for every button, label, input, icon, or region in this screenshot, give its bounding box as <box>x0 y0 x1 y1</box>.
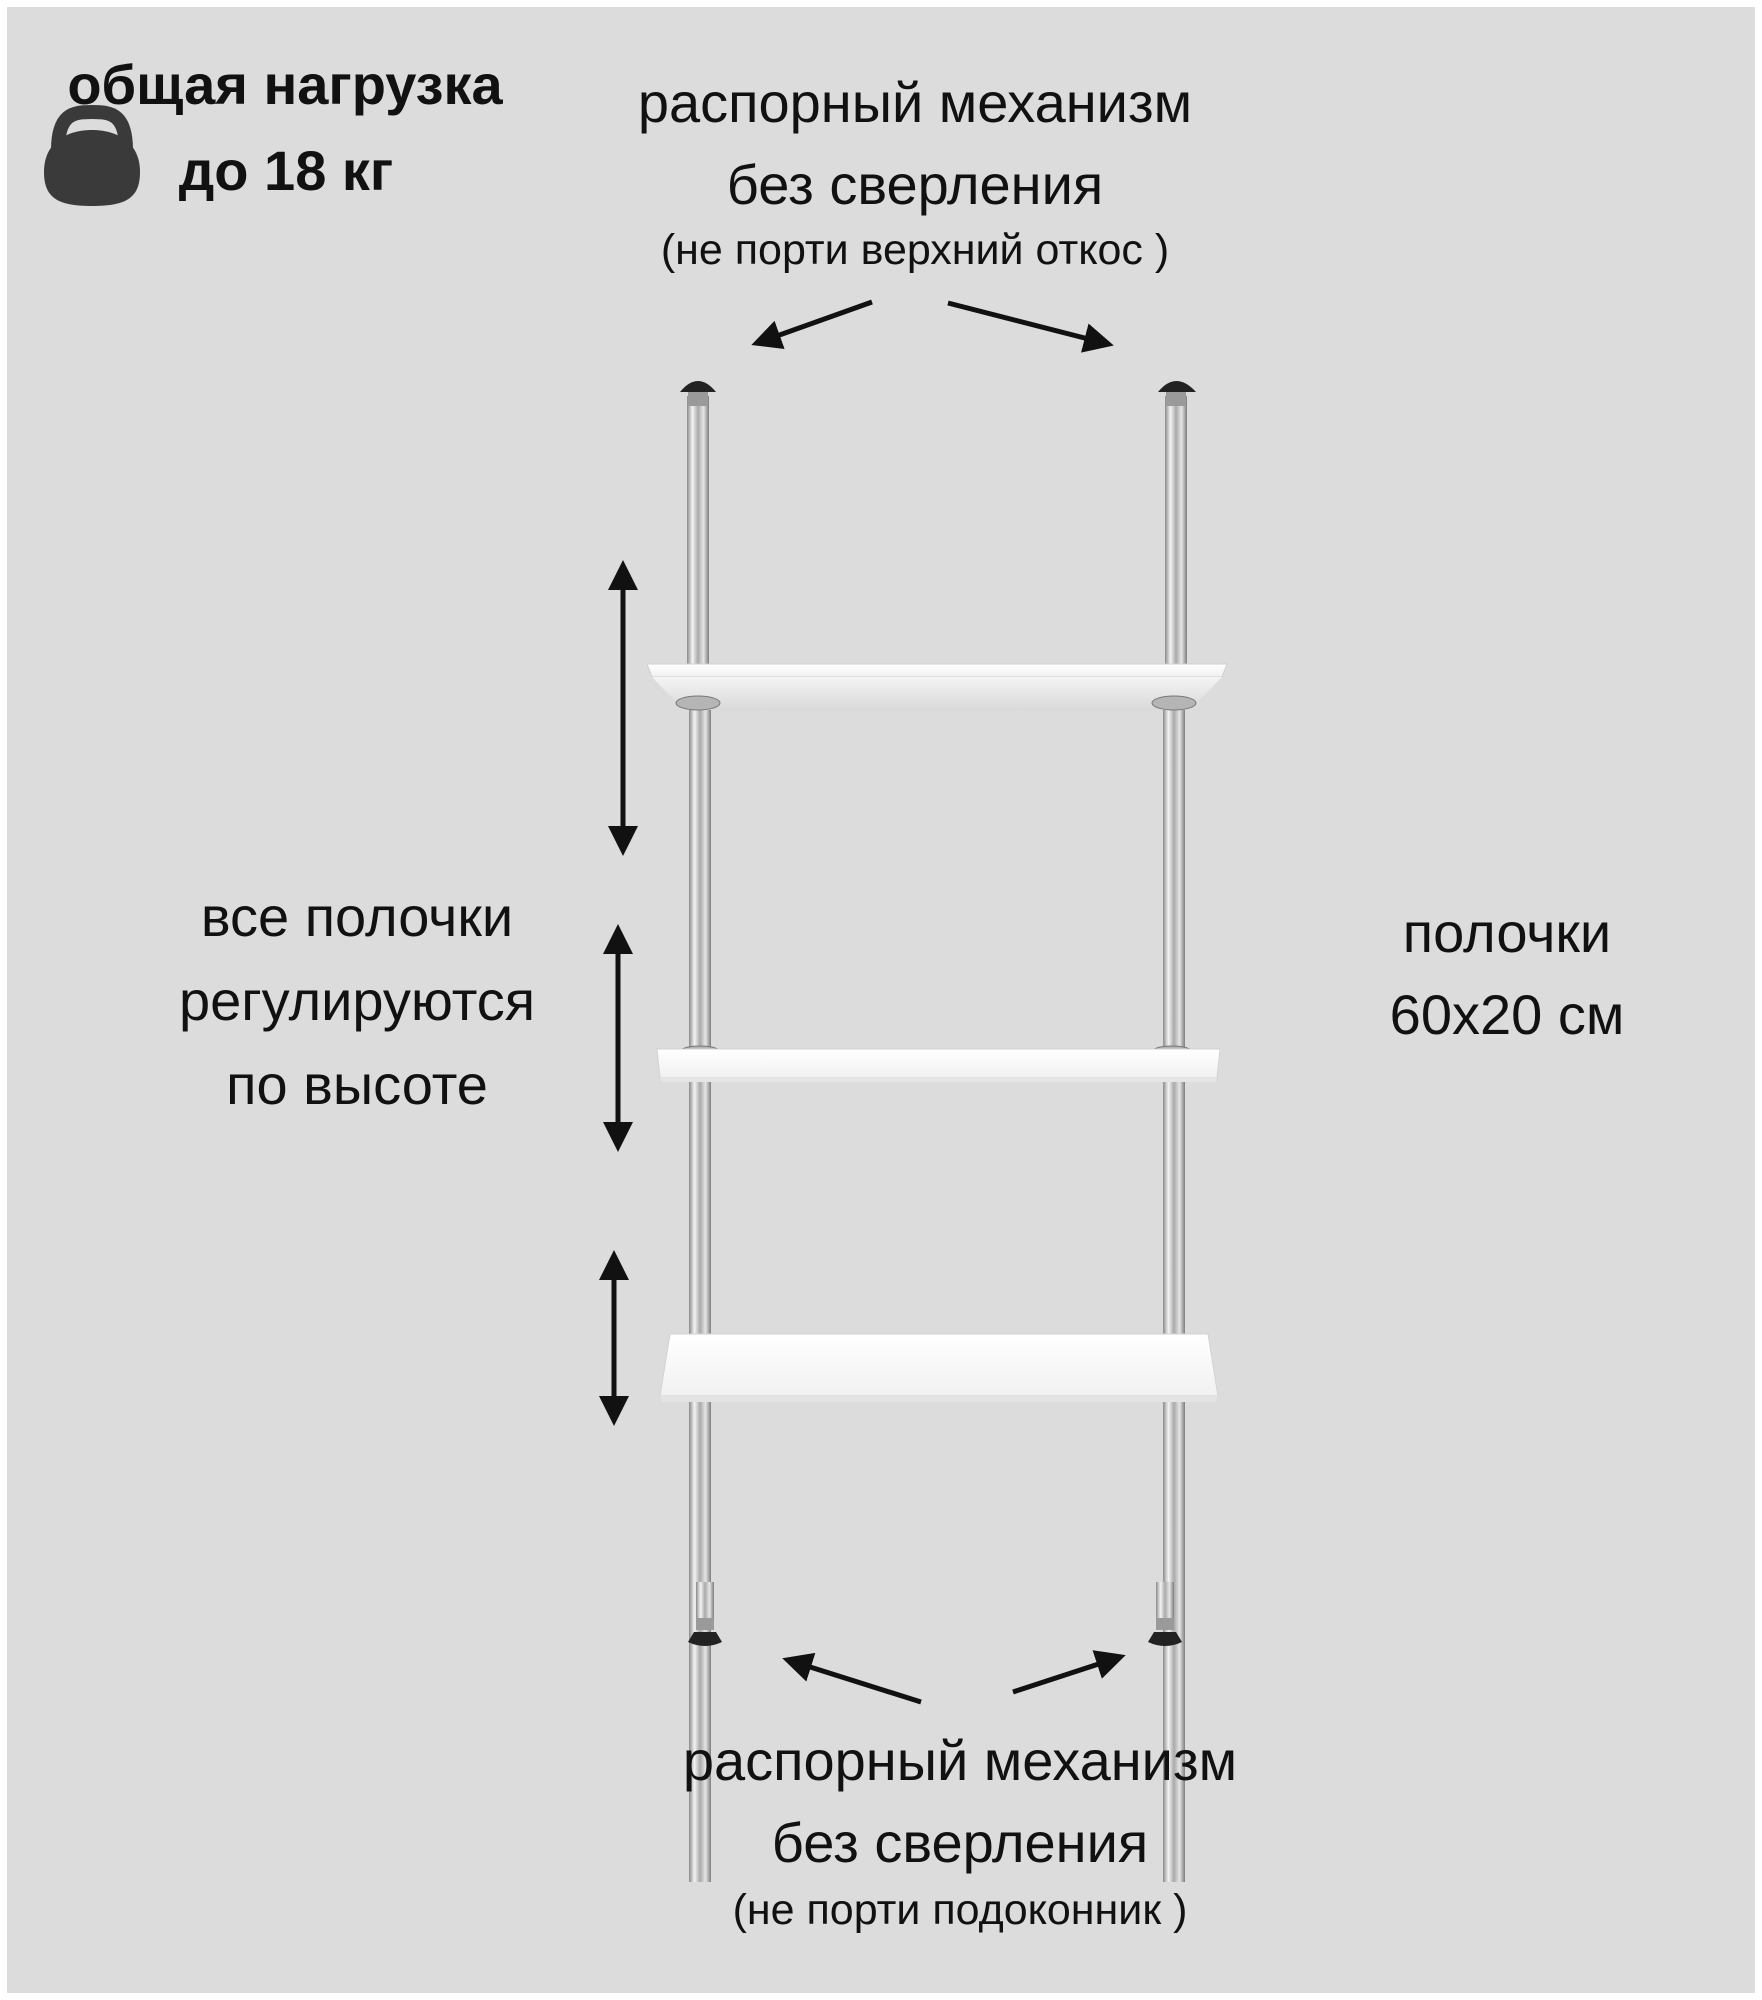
load-title: общая нагрузка <box>67 53 503 116</box>
background-panel <box>7 7 1755 1993</box>
shelf-top <box>646 663 1228 711</box>
kettlebell-icon <box>44 104 140 206</box>
bottom-caption-line1: распорный механизм <box>682 1729 1238 1792</box>
bottom-left-foot <box>688 1618 722 1646</box>
right-caption-line2: 60x20 см <box>1389 983 1625 1046</box>
top-right-arrow <box>947 300 1114 353</box>
left-pole <box>687 396 714 1882</box>
left-caption-line3: по высоте <box>226 1053 488 1116</box>
top-caption-line2: без сверления <box>726 153 1104 216</box>
bottom-caption-line2: без сверления <box>771 1811 1149 1874</box>
top-left-foot <box>680 381 716 406</box>
bottom-left-arrow <box>782 1652 922 1705</box>
load-value: до 18 кг <box>178 139 394 202</box>
left-caption-line2: регулируются <box>178 969 536 1032</box>
top-caption-line1: распорный механизм <box>637 71 1193 134</box>
bottom-caption-note: (не порти подоконник ) <box>732 1886 1188 1934</box>
right-caption-line1: полочки <box>1402 901 1612 964</box>
shelf-bottom <box>659 1333 1219 1402</box>
top-caption-note: (не порти верхний откос ) <box>660 226 1170 274</box>
left-caption-line1: все полочки <box>200 885 514 948</box>
top-right-foot <box>1158 381 1196 406</box>
bottom-right-arrow <box>1012 1650 1126 1695</box>
shelf-middle <box>656 1045 1221 1082</box>
bottom-right-foot <box>1148 1618 1182 1646</box>
right-pole <box>1156 396 1187 1882</box>
top-left-arrow <box>751 299 873 350</box>
